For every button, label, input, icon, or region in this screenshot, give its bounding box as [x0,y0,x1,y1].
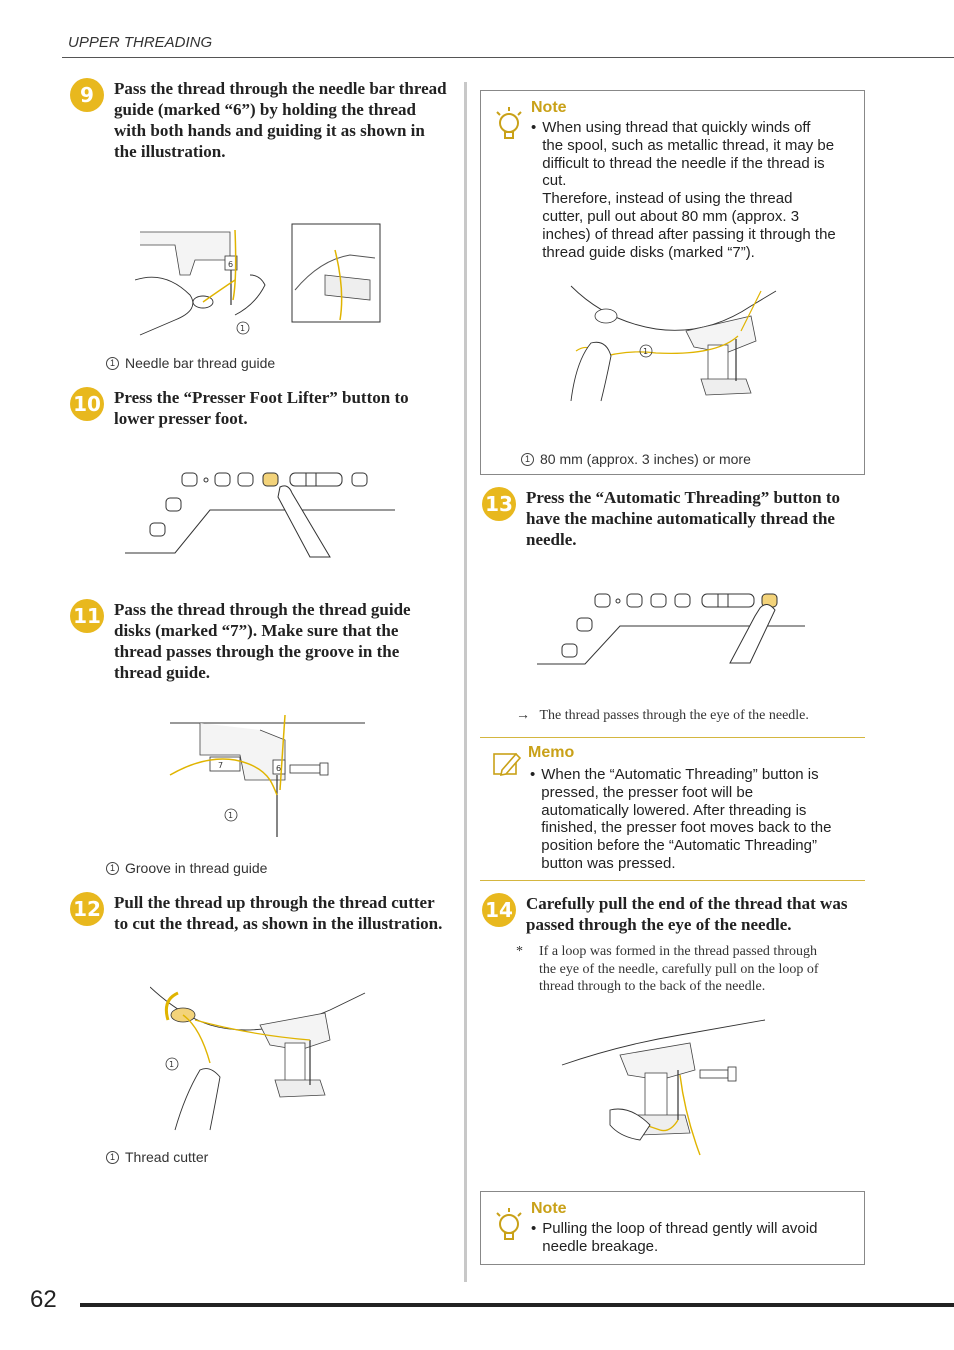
column-divider [464,82,467,1282]
step-13: 13 Press the “Automatic Threading” butto… [482,487,862,553]
pull-thread-illustration: 1 [566,281,786,406]
asterisk-line: the eye of the needle, carefully pull on… [539,961,819,977]
button-panel-drawing [125,472,395,558]
asterisk-note: * If a loop was formed in the thread pas… [516,943,861,996]
note-box: Note • Pulling the loop of thread gently… [480,1191,865,1265]
note-title: Note [531,1200,567,1217]
step-instruction: Press the “Presser Foot Lifter” button t… [114,388,409,428]
memo-line: button was pressed. [541,854,676,872]
pull-thread-drawing: 1 [570,285,777,402]
footer-rule [80,1303,954,1307]
caption-text: Needle bar thread guide [125,355,276,371]
lightbulb-icon [496,1208,522,1240]
memo-box: Memo • When the “Automatic Threading” bu… [480,737,865,881]
step-instruction: Pass the thread through the thread guide… [114,600,411,682]
memo-line: position before the “Automatic Threading… [541,837,817,855]
note-title: Note [531,99,567,116]
presser-foot-lifter-illustration [120,465,400,560]
memo-line: pressed, the presser foot will be [541,783,754,801]
memo-body: • When the “Automatic Threading” button … [530,766,860,873]
arrow-icon: → [516,708,530,723]
result-message: The thread passes through the eye of the… [539,708,809,723]
caption-marker: 1 [106,861,119,875]
page-number: 62 [30,1286,57,1313]
thread-guide-disk-drawing: 7 6 1 [169,714,365,837]
memo-pencil-icon [493,752,522,777]
pull-thread-end-drawing [561,1019,766,1156]
caption-text: Thread cutter [125,1149,209,1165]
needle-bar-guide-illustration: 6 1 [135,220,385,345]
step-instruction: Press the “Automatic Threading” button t… [526,488,841,549]
thread-cutter-illustration: 1 [150,985,370,1135]
note-line: needle breakage. [542,1237,659,1255]
asterisk-mark: * [516,944,523,959]
button-panel-drawing [537,593,805,665]
result-text: → The thread passes through the eye of t… [516,708,809,724]
step-10: 10 Press the “Presser Foot Lifter” butto… [70,387,450,431]
caption-marker: 1 [521,452,534,466]
automatic-threading-illustration [535,588,810,668]
asterisk-line: thread through to the back of the needle… [539,979,766,994]
memo-line: When the “Automatic Threading” button is [541,766,819,783]
step-9: 9 Pass the thread through the needle bar… [70,78,450,168]
step-number-badge: 14 [482,893,516,927]
thread-guide-disk-illustration: 7 6 1 [165,705,370,845]
step-11: 11 Pass the thread through the thread gu… [70,599,450,689]
callout-marker: 1 [169,1060,174,1069]
thread-cutter-drawing: 1 [150,986,366,1131]
step-number-badge: 11 [70,599,104,633]
figure-caption: 1 Groove in thread guide [106,860,267,876]
guide-mark-7: 7 [218,761,223,770]
bullet: • [530,766,536,783]
caption-marker: 1 [106,1150,119,1164]
note-line: inches) of thread after passing it throu… [542,225,836,243]
note-box: Note • When using thread that quickly wi… [480,90,865,475]
caption-text: Groove in thread guide [125,860,268,876]
note-body: • When using thread that quickly winds o… [531,119,861,261]
callout-marker: 1 [228,811,233,820]
step-number-badge: 9 [70,78,104,112]
note-line: thread guide disks (marked “7”). [542,243,755,261]
bullet: • [531,119,537,136]
note-line: Pulling the loop of thread gently will a… [542,1220,818,1237]
asterisk-line: If a loop was formed in the thread passe… [539,944,817,959]
step-12: 12 Pull the thread up through the thread… [70,892,450,958]
guide-mark-6: 6 [228,260,233,269]
step-instruction: Carefully pull the end of the thread tha… [526,894,848,934]
step-number-badge: 12 [70,892,104,926]
caption-text: 80 mm (approx. 3 inches) or more [540,451,751,467]
figure-caption: 1 Needle bar thread guide [106,355,275,371]
note-line: Therefore, instead of using the thread [542,190,793,208]
lightbulb-icon [496,107,522,139]
step-number-badge: 10 [70,387,104,421]
needle-bar-guide-drawing: 6 1 [135,223,381,336]
figure-caption: 1 Thread cutter [106,1149,208,1165]
section-header: UPPER THREADING [68,34,213,51]
note-line: cutter, pull out about 80 mm (approx. 3 [542,207,800,225]
note-line: cut. [542,172,567,190]
pull-thread-end-illustration [560,1015,770,1160]
step-instruction: Pass the thread through the needle bar t… [114,79,447,161]
memo-line: automatically lowered. After threading i… [541,801,807,819]
step-number-badge: 13 [482,487,516,521]
guide-mark-6: 6 [276,764,281,773]
step-14: 14 Carefully pull the end of the thread … [482,893,862,937]
note-body: • Pulling the loop of thread gently will… [531,1220,861,1256]
step-instruction: Pull the thread up through the thread cu… [114,893,443,933]
figure-caption: 1 80 mm (approx. 3 inches) or more [521,451,751,467]
callout-marker: 1 [643,347,648,356]
note-line: When using thread that quickly winds off [542,119,811,136]
note-line: the spool, such as metallic thread, it m… [542,136,835,154]
callout-marker: 1 [240,324,245,333]
header-rule [62,57,954,58]
caption-marker: 1 [106,356,119,370]
memo-line: finished, the presser foot moves back to… [541,819,832,837]
memo-title: Memo [528,744,575,761]
note-line: difficult to thread the needle if the th… [542,154,825,172]
bullet: • [531,1220,537,1237]
